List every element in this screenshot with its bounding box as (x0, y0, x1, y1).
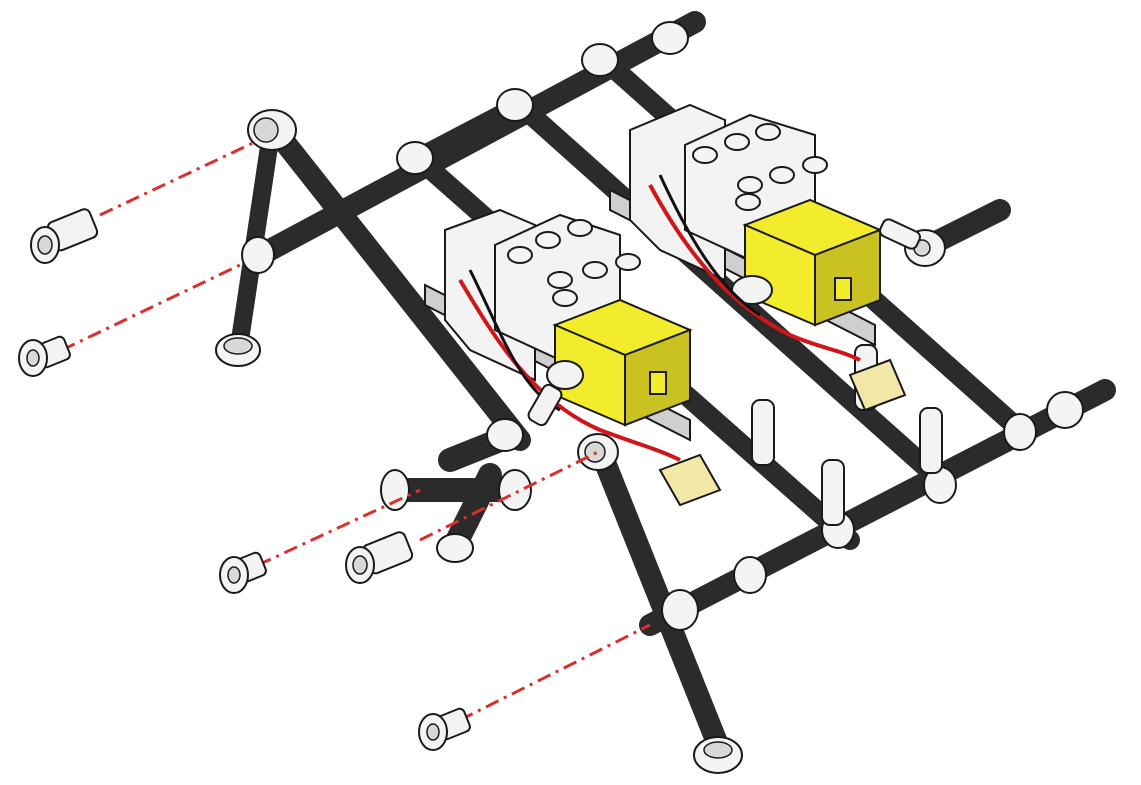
servo-plug (658, 453, 722, 507)
explode-line (61, 263, 241, 352)
ring-connector (241, 236, 275, 274)
servo-arm (527, 383, 563, 427)
ring-connector (651, 21, 689, 55)
ring-connector (436, 533, 474, 563)
ring-connector (1003, 413, 1037, 451)
ring-connector (247, 109, 297, 151)
loose-rod-c (443, 463, 502, 557)
loose-pin (219, 551, 267, 594)
loose-pins (18, 208, 471, 751)
servo-top-holes (692, 123, 828, 211)
servo-wire-red (458, 278, 681, 462)
ring-connector (486, 418, 524, 452)
ring-connector (380, 469, 410, 511)
servo-motor-right (609, 103, 921, 412)
servo-top-holes (507, 219, 641, 307)
ring-connector (661, 589, 699, 631)
explode-line (459, 623, 651, 722)
servo-wire-black (658, 174, 761, 317)
ring-connector (215, 333, 261, 367)
frame-rod-diagonal-left (264, 119, 531, 451)
explode-lines (61, 140, 651, 722)
ring-connectors (215, 21, 1084, 774)
ring-connector (396, 141, 434, 175)
ring-connector (581, 43, 619, 77)
ring-connector (496, 88, 534, 122)
servo-plug (848, 358, 907, 412)
loose-pin (418, 707, 471, 751)
explode-line (99, 140, 256, 217)
explode-line (419, 450, 599, 542)
servo-tab (834, 277, 852, 301)
explode-line (257, 488, 421, 567)
ring-connector (498, 469, 532, 511)
loose-pin (18, 335, 71, 377)
servo-arm (879, 218, 921, 250)
ring-connector (1046, 391, 1084, 429)
upright-tab (821, 459, 845, 526)
upright-tab (919, 407, 943, 474)
ring-connector (577, 433, 619, 471)
servo-tab (649, 371, 667, 395)
frame-leg-right (589, 439, 731, 761)
upright-tab (751, 399, 775, 466)
servo-wire-red (648, 184, 861, 362)
ring-connector (733, 556, 767, 594)
ring-connector (693, 736, 743, 774)
loose-pin (345, 531, 414, 584)
servo-output-hub (546, 360, 584, 390)
servo-motor-left (424, 208, 722, 507)
loose-pin (30, 208, 99, 264)
